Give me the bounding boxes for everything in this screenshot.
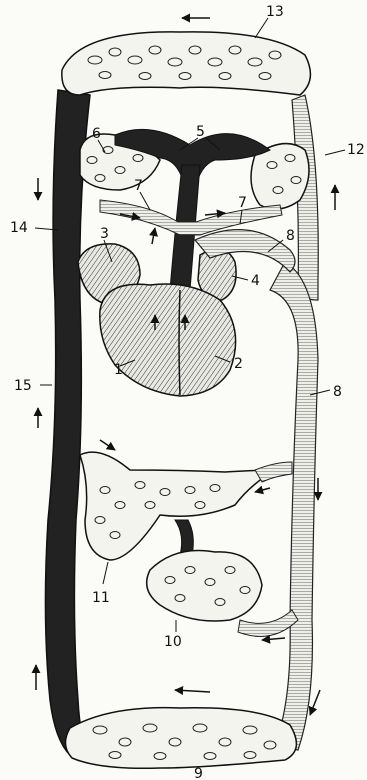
label-9: 9 bbox=[194, 766, 203, 780]
label-15: 15 bbox=[14, 378, 32, 394]
label-8b: 8 bbox=[333, 384, 342, 400]
label-3: 3 bbox=[100, 226, 109, 242]
label-2: 2 bbox=[234, 356, 243, 372]
capillary-bed-9 bbox=[65, 708, 296, 769]
label-13: 13 bbox=[266, 4, 284, 20]
label-6: 6 bbox=[92, 126, 101, 142]
label-8a: 8 bbox=[286, 228, 295, 244]
label-11: 11 bbox=[92, 590, 110, 606]
label-4: 4 bbox=[251, 273, 260, 289]
label-7b: 7 bbox=[238, 195, 247, 211]
label-1: 1 bbox=[114, 362, 123, 378]
label-10: 10 bbox=[164, 634, 182, 650]
label-5: 5 bbox=[196, 124, 205, 140]
label-7a: 7 bbox=[134, 178, 143, 194]
label-12: 12 bbox=[347, 142, 365, 158]
label-14: 14 bbox=[10, 220, 28, 236]
